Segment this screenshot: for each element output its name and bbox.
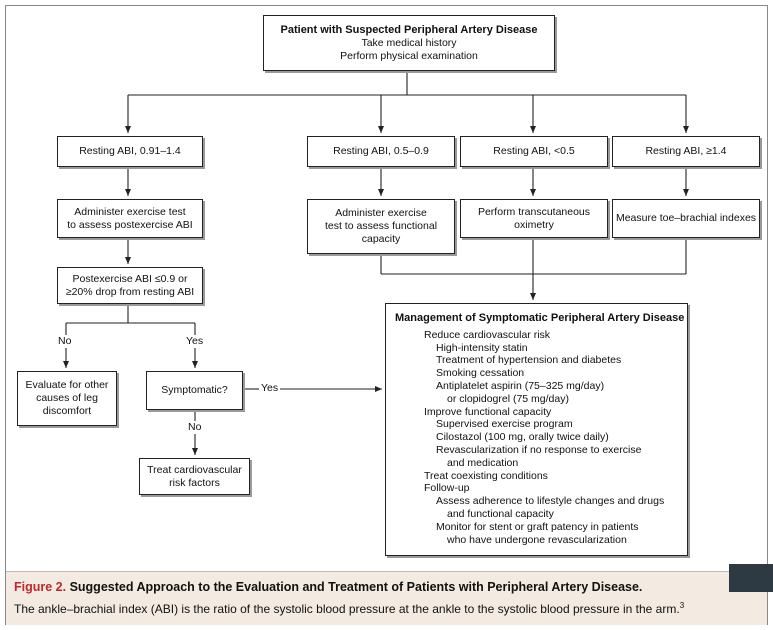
management-item: and functional capacity [447,507,554,520]
management-title: Management of Symptomatic Peripheral Art… [395,312,685,324]
figure-label: Figure 2. [14,580,67,594]
functional-capacity-line1: Administer exercise [335,207,427,219]
evaluate-line1: Evaluate for other [25,379,109,391]
yes-label-symptomatic: Yes [259,382,281,394]
no-label-symptomatic: No [186,421,204,433]
management-item: Treat coexisting conditions [424,469,548,482]
symptomatic-label: Symptomatic? [161,384,228,396]
evaluate-other-causes-box: Evaluate for other causes of leg discomf… [17,371,117,426]
toe-brachial-box: Measure toe–brachial indexes [612,199,760,238]
management-item: Assess adherence to lifestyle changes an… [436,495,665,508]
no-label-postexercise: No [56,335,74,347]
medical-history-text: Take medical history [361,36,457,49]
postexercise-line2: ≥20% drop from resting ABI [65,285,195,298]
functional-capacity-line2: test to assess functional [324,220,438,232]
management-item: who have undergone revascularization [447,533,627,546]
corner-tab[interactable] [729,564,773,592]
treat-risk-line2: risk factors [169,476,220,489]
management-item: and medication [447,456,519,469]
resting-abi-moderate-box: Resting ABI, 0.5–0.9 [307,136,455,167]
management-item: Revascularization if no response to exer… [436,443,642,456]
management-item: Monitor for stent or graft patency in pa… [436,520,639,533]
resting-abi-normal-label: Resting ABI, 0.91–1.4 [79,145,181,157]
caption-title-line: Figure 2. Suggested Approach to the Eval… [14,580,642,594]
caption-text: The ankle–brachial index (ABI) is the ra… [14,602,680,616]
figure-caption: Figure 2. Suggested Approach to the Eval… [6,571,767,625]
evaluate-line3: discomfort [42,405,92,417]
resting-abi-moderate-label: Resting ABI, 0.5–0.9 [333,145,429,157]
exercise-test-line2: to assess postexercise ABI [67,218,193,231]
exercise-test-line1: Administer exercise test [74,205,186,218]
resting-abi-severe-label: Resting ABI, <0.5 [493,145,575,157]
management-item: Improve functional capacity [424,405,552,418]
management-box: Management of Symptomatic Peripheral Art… [385,303,688,556]
postexercise-line1: Postexercise ABI ≤0.9 or [72,272,188,285]
management-item: Cilostazol (100 mg, orally twice daily) [436,431,609,444]
management-item: Supervised exercise program [436,418,573,431]
suspected-pad-title: Patient with Suspected Peripheral Artery… [280,23,538,36]
management-item: Antiplatelet aspirin (75–325 mg/day) [436,379,605,392]
caption-reference: 3 [679,601,685,610]
management-item: Smoking cessation [436,367,525,380]
resting-abi-high-label: Resting ABI, ≥1.4 [645,145,727,157]
yes-label-postexercise: Yes [184,335,206,347]
treat-risk-line1: Treat cardiovascular [147,463,242,476]
management-item: Treatment of hypertension and diabetes [436,354,622,367]
oximetry-line1: Perform transcutaneous [477,205,591,218]
oximetry-box: Perform transcutaneous oximetry [460,199,608,238]
treat-risk-factors-box: Treat cardiovascular risk factors [139,458,250,495]
physical-exam-text: Perform physical examination [340,49,478,62]
management-item: Follow-up [424,482,470,495]
resting-abi-severe-box: Resting ABI, <0.5 [460,136,608,167]
functional-capacity-box: Administer exercise test to assess funct… [307,199,455,254]
suspected-pad-box: Patient with Suspected Peripheral Artery… [263,15,555,71]
toe-brachial-label: Measure toe–brachial indexes [615,212,757,224]
management-item: or clopidogrel (75 mg/day) [447,392,569,405]
exercise-test-box: Administer exercise test to assess poste… [57,199,203,238]
oximetry-line2: oximetry [514,218,554,231]
management-item: High-intensity statin [436,341,528,354]
resting-abi-high-box: Resting ABI, ≥1.4 [612,136,760,167]
caption-text-line: The ankle–brachial index (ABI) is the ra… [14,601,684,616]
evaluate-line2: causes of leg [36,392,98,404]
management-item: Reduce cardiovascular risk [424,328,551,341]
postexercise-abi-box: Postexercise ABI ≤0.9 or ≥20% drop from … [57,267,203,304]
caption-title: Suggested Approach to the Evaluation and… [69,580,643,594]
functional-capacity-line3: capacity [361,233,401,245]
resting-abi-normal-box: Resting ABI, 0.91–1.4 [57,136,203,167]
symptomatic-box: Symptomatic? [146,371,243,410]
